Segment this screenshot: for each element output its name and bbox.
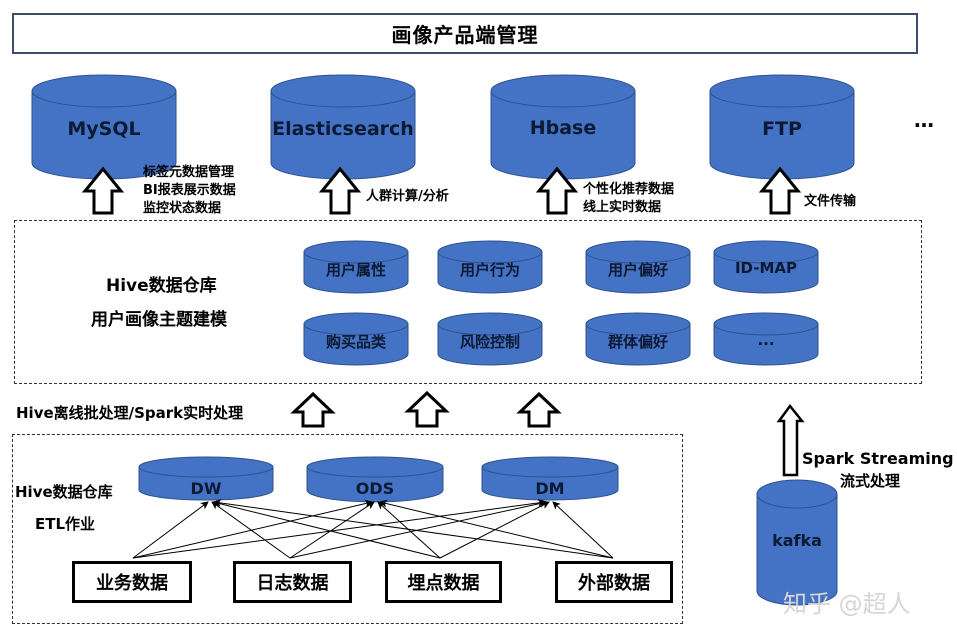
annotation-mysql: 标签元数据管理 BI报表展示数据 监控状态数据 (143, 164, 236, 218)
topic-label: 群体偏好 (607, 333, 668, 351)
storage-label-ftp: FTP (762, 118, 802, 140)
etl-layer-label: DM (535, 479, 565, 498)
etl-line (212, 499, 441, 559)
topic-label: 用户行为 (459, 261, 520, 279)
etl-line (377, 501, 441, 559)
source-box: 埋点数据 (385, 561, 502, 603)
topic-label: ID-MAP (734, 259, 798, 277)
etl-layer-cylinder-ods (306, 456, 444, 503)
etl-layer-label: ODS (355, 479, 395, 498)
topic-label: 风险控制 (459, 333, 520, 351)
topic-cylinder (713, 312, 819, 366)
up-arrow-streaming (776, 403, 805, 477)
storage-label-hbase: Hbase (529, 117, 597, 139)
topic-cylinder (437, 312, 543, 366)
storage-more-ellipsis: … (914, 108, 934, 132)
etl-line (289, 501, 375, 559)
etl-line (213, 499, 614, 559)
etl-layer-label: DW (190, 479, 222, 498)
annotation-line: 标签元数据管理 (143, 165, 235, 180)
hive-modeling-sublabel: 用户画像主题建模 (91, 310, 227, 330)
source-box: 日志数据 (233, 561, 352, 603)
annotation-line: 线上实时数据 (583, 200, 662, 215)
annotation-line: BI报表展示数据 (143, 183, 236, 198)
etl-label: Hive数据仓库 (15, 483, 113, 501)
etl-layer-cylinder-dw (138, 456, 274, 501)
hive-modeling-label: Hive数据仓库 (106, 276, 217, 296)
topic-cylinder (585, 240, 691, 294)
topic-cylinder (437, 240, 543, 294)
storage-cylinder-elasticsearch (270, 74, 416, 180)
etl-line (132, 501, 209, 559)
source-box: 外部数据 (555, 561, 673, 603)
etl-line (289, 499, 548, 559)
title-text: 画像产品端管理 (391, 23, 539, 47)
etl-layer-cylinder-dm (481, 456, 619, 501)
topic-cylinder (713, 240, 819, 294)
storage-label-elasticsearch: Elasticsearch (272, 118, 414, 140)
up-arrow-processing (516, 391, 562, 428)
processing-label: Hive离线批处理/Spark实时处理 (16, 404, 244, 422)
topic-label: 用户偏好 (607, 261, 668, 279)
up-arrow-ftp (758, 166, 802, 215)
hive-modeling-container (14, 220, 922, 384)
etl-sublabel: ETL作业 (35, 515, 96, 533)
up-arrow-elasticsearch (318, 166, 362, 215)
annotation-hbase: 个性化推荐数据 线上实时数据 (583, 181, 674, 217)
etl-line (552, 501, 614, 559)
storage-cylinder-hbase (490, 74, 636, 180)
up-arrow-hbase (535, 166, 579, 215)
source-label: 埋点数据 (407, 573, 480, 594)
topic-cylinder (585, 312, 691, 366)
source-label: 日志数据 (256, 573, 329, 594)
streaming-label: Spark Streaming (802, 449, 954, 468)
annotation-ftp: 文件传输 (804, 193, 856, 211)
topic-label: ... (757, 331, 775, 349)
etl-line (132, 498, 546, 559)
up-arrow-mysql (81, 166, 125, 215)
streaming-sublabel: 流式处理 (840, 472, 901, 490)
topic-cylinder (303, 240, 409, 294)
etl-line (211, 501, 291, 559)
storage-label-mysql: MySQL (67, 118, 141, 140)
topic-label: 购买品类 (325, 333, 386, 351)
source-box: 业务数据 (72, 561, 192, 603)
topic-label: 用户属性 (325, 261, 386, 279)
etl-line (132, 499, 373, 559)
kafka-label: kafka (772, 531, 822, 550)
annotation-line: 监控状态数据 (143, 201, 222, 216)
etl-container (12, 434, 683, 624)
source-label: 业务数据 (96, 573, 168, 594)
annotation-line: 文件传输 (804, 194, 857, 209)
annotation-line: 个性化推荐数据 (583, 182, 675, 197)
annotation-line: 人群计算/分析 (366, 189, 449, 204)
annotation-elasticsearch: 人群计算/分析 (366, 188, 449, 206)
storage-cylinder-ftp (709, 74, 855, 180)
up-arrow-processing (290, 391, 336, 428)
kafka-cylinder (756, 479, 838, 606)
title-banner: 画像产品端管理 (12, 13, 918, 54)
watermark: 知乎 @超人 (783, 590, 911, 618)
etl-line (379, 499, 614, 559)
storage-cylinder-mysql (31, 74, 177, 180)
topic-cylinder (303, 312, 409, 366)
etl-connections (132, 498, 614, 559)
source-label: 外部数据 (578, 573, 650, 594)
up-arrow-processing (404, 390, 450, 428)
